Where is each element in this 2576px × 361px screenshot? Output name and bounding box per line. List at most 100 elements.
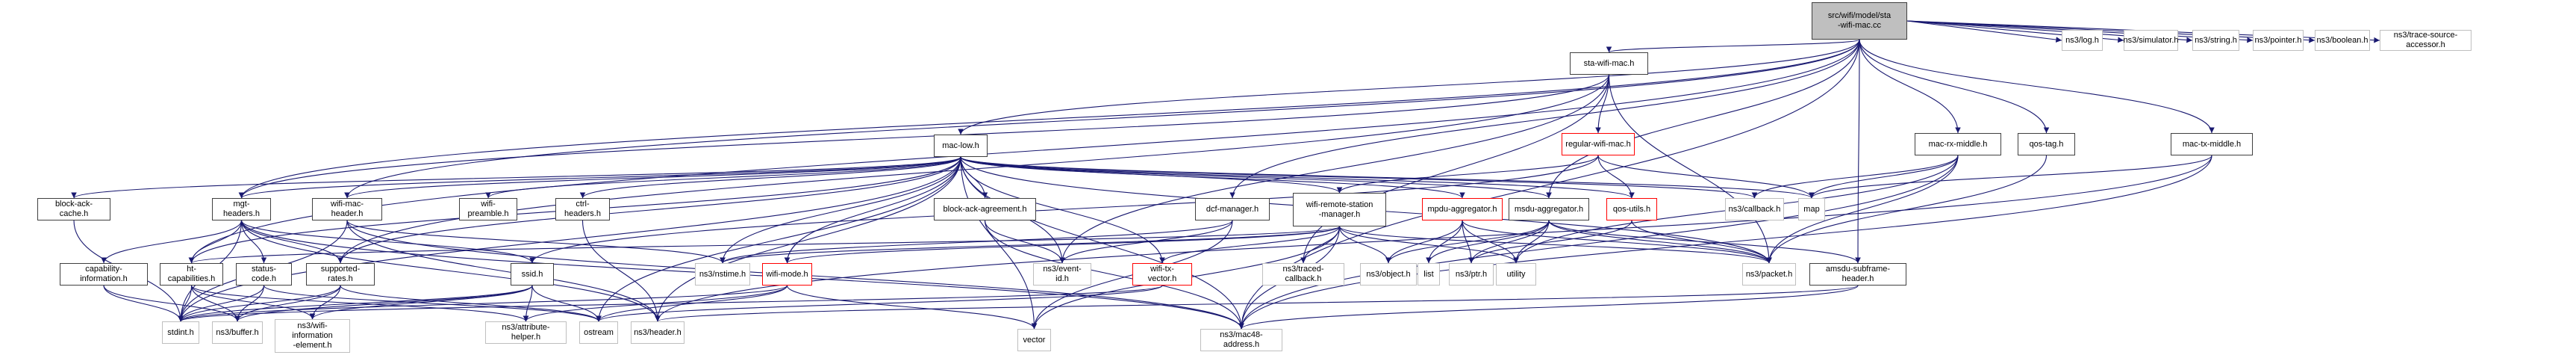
node-wifi-tx-vector-h[interactable]: wifi-tx-vector.h	[1132, 263, 1192, 286]
node-msdu-aggregator-h[interactable]: msdu-aggregator.h	[1509, 198, 1589, 220]
edge-regular_wifi_mac-to-qos_utils	[1597, 155, 1635, 199]
edge-mpdu_aggregator-to-packet	[1462, 220, 1772, 264]
edge-root-to-ht_capabilities	[188, 39, 1860, 264]
edge-qos_utils-to-packet	[1631, 220, 1772, 264]
node-mac-rx-middle-h[interactable]: mac-rx-middle.h	[1915, 133, 2001, 155]
edge-wifi_tx_vector-to-stdint	[178, 285, 1163, 322]
edge-regular_wifi_mac-to-ssid	[529, 155, 1599, 264]
node-qos-utils-h[interactable]: qos-utils.h	[1606, 198, 1657, 220]
node-wifi-preamble-h[interactable]: wifi-preamble.h	[459, 198, 517, 220]
edge-root-to-log	[1906, 20, 2062, 43]
edge-root-to-boolean	[1906, 20, 2315, 43]
node-status-code-h[interactable]: status-code.h	[236, 263, 292, 286]
edge-sta_wifi_mac-to-event_id	[1059, 74, 1610, 264]
edge-root-to-msdu_aggregator	[1546, 39, 1860, 199]
edge-wifi_mac_header-to-nstime	[346, 220, 726, 264]
edge-regular_wifi_mac-to-map	[1597, 155, 1815, 199]
node-buffer-h: ns3/buffer.h	[212, 321, 263, 344]
edge-mac_rx_middle-to-packet	[1766, 155, 1959, 264]
edge-root-to-mac_low	[958, 39, 1860, 135]
node-log-h: ns3/log.h	[2062, 30, 2103, 51]
node-traced-callback-h: ns3/traced-callback.h	[1262, 263, 1344, 286]
node-regular-wifi-mac-h[interactable]: regular-wifi-mac.h	[1562, 133, 1635, 155]
edge-root-to-amsdu_subframe_header	[1855, 39, 1861, 264]
node-wifi-remote-station-manager-h[interactable]: wifi-remote-station -manager.h	[1293, 193, 1386, 226]
edge-root-to-dcf_manager	[1229, 39, 1860, 199]
edge-msdu_aggregator-to-object	[1385, 220, 1550, 264]
edge-block_ack_agreement-to-mac48_address	[984, 220, 1244, 330]
edge-mgt_headers-to-status_code	[240, 220, 267, 264]
node-ssid-h[interactable]: ssid.h	[511, 263, 554, 286]
edge-mac_low-to-wifi_mac_header	[344, 156, 961, 199]
node-packet-h: ns3/packet.h	[1742, 263, 1796, 286]
node-boolean-h: ns3/boolean.h	[2315, 30, 2370, 51]
node-callback-h: ns3/callback.h	[1725, 198, 1784, 220]
edge-mac_low-to-map	[960, 156, 1815, 199]
edge-ssid-to-wifi_info_element	[309, 285, 533, 320]
node-wifi-information-element-h: ns3/wifi-information -element.h	[275, 319, 350, 353]
node-capability-information-h[interactable]: capability-information.h	[60, 263, 148, 286]
edge-mac_tx_middle-to-header	[655, 155, 2212, 322]
edge-wifi_remote_station_manager-to-wifi_tx_vector	[1159, 226, 1341, 264]
edge-dcf_manager-to-nstime	[720, 220, 1233, 264]
edge-mpdu_aggregator-to-list	[1426, 220, 1463, 264]
edge-mac_low-to-stdint	[178, 156, 961, 322]
edge-mac_low-to-msdu_aggregator	[960, 156, 1552, 199]
node-nstime-h: ns3/nstime.h	[695, 263, 750, 286]
edge-supported_rates-to-ostream	[340, 285, 602, 322]
node-root-sta-wifi-mac-cc[interactable]: src/wifi/model/sta -wifi-mac.cc	[1812, 2, 1907, 40]
edge-sta_wifi_mac-to-regular_wifi_mac	[1595, 74, 1610, 134]
node-mgt-headers-h[interactable]: mgt-headers.h	[212, 198, 271, 220]
edge-mac_low-to-nstime	[720, 156, 961, 264]
node-ht-capabilities-h[interactable]: ht-capabilities.h	[160, 263, 223, 286]
node-stdint-h: stdint.h	[162, 321, 199, 344]
node-ctrl-headers-h[interactable]: ctrl-headers.h	[555, 198, 610, 220]
edge-mgt_headers-to-capability_information	[101, 220, 243, 264]
edge-amsdu_subframe_header-to-header	[655, 285, 1859, 322]
node-wifi-mac-header-h[interactable]: wifi-mac-header.h	[312, 198, 382, 220]
edge-sta_wifi_mac-to-supported_rates	[337, 74, 1610, 264]
node-block-ack-cache-h[interactable]: block-ack-cache.h	[37, 198, 110, 220]
node-map: map	[1798, 198, 1825, 220]
edge-wifi_remote_station_manager-to-utility	[1338, 226, 1519, 264]
edge-mac_low-to-wifi_preamble	[485, 156, 961, 199]
edge-sta_wifi_mac-to-mgt_headers	[238, 74, 1610, 199]
edge-root-to-qos_tag	[1859, 39, 2050, 134]
edge-qos_utils-to-ptr	[1468, 220, 1632, 264]
edge-mac_low-to-ctrl_headers	[579, 156, 961, 199]
node-amsdu-subframe-header-h[interactable]: amsdu-subframe-header.h	[1809, 263, 1906, 286]
edge-msdu_aggregator-to-ptr	[1468, 220, 1550, 264]
edge-amsdu_subframe_header-to-mac48_address	[1238, 285, 1859, 330]
edge-mac_low-to-qos_utils	[960, 156, 1635, 199]
node-dcf-manager-h[interactable]: dcf-manager.h	[1195, 198, 1270, 220]
edge-capability_information-to-buffer	[103, 285, 240, 322]
edge-ssid-to-attribute_helper	[523, 285, 533, 322]
edge-mac_low-to-wifi_tx_vector	[960, 156, 1165, 264]
node-simulator-h: ns3/simulator.h	[2124, 30, 2179, 51]
node-sta-wifi-mac-h[interactable]: sta-wifi-mac.h	[1570, 52, 1648, 75]
node-ostream: ostream	[579, 321, 618, 344]
node-mac-tx-middle-h[interactable]: mac-tx-middle.h	[2171, 133, 2253, 155]
edge-wifi_mac_header-to-header	[346, 220, 661, 322]
node-qos-tag-h[interactable]: qos-tag.h	[2018, 133, 2075, 155]
edge-msdu_aggregator-to-list	[1426, 220, 1550, 264]
edge-mac_low-to-mpdu_aggregator	[960, 156, 1465, 199]
edge-msdu_aggregator-to-amsdu_subframe_header	[1548, 220, 1861, 264]
edge-wifi_remote_station_manager-to-wifi_mode	[784, 226, 1341, 264]
node-supported-rates-h[interactable]: supported-rates.h	[306, 263, 375, 286]
node-pointer-h: ns3/pointer.h	[2253, 30, 2304, 51]
node-block-ack-agreement-h[interactable]: block-ack-agreement.h	[934, 198, 1036, 220]
edge-msdu_aggregator-to-packet	[1548, 220, 1772, 264]
node-wifi-mode-h[interactable]: wifi-mode.h	[762, 263, 812, 286]
edge-wifi_remote_station_manager-to-packet	[1338, 226, 1772, 264]
node-mac-low-h[interactable]: mac-low.h	[934, 135, 988, 157]
node-list: list	[1418, 263, 1440, 286]
edge-capability_information-to-stdint	[103, 285, 184, 322]
edge-mgt_headers-to-ht_capabilities	[188, 220, 243, 264]
node-header-h: ns3/header.h	[631, 321, 684, 344]
node-mpdu-aggregator-h[interactable]: mpdu-aggregator.h	[1422, 198, 1503, 220]
edge-mac_tx_middle-to-map	[1809, 155, 2212, 199]
edge-sta_wifi_mac-to-packet	[1608, 74, 1772, 264]
edge-mgt_headers-to-header	[240, 220, 661, 322]
